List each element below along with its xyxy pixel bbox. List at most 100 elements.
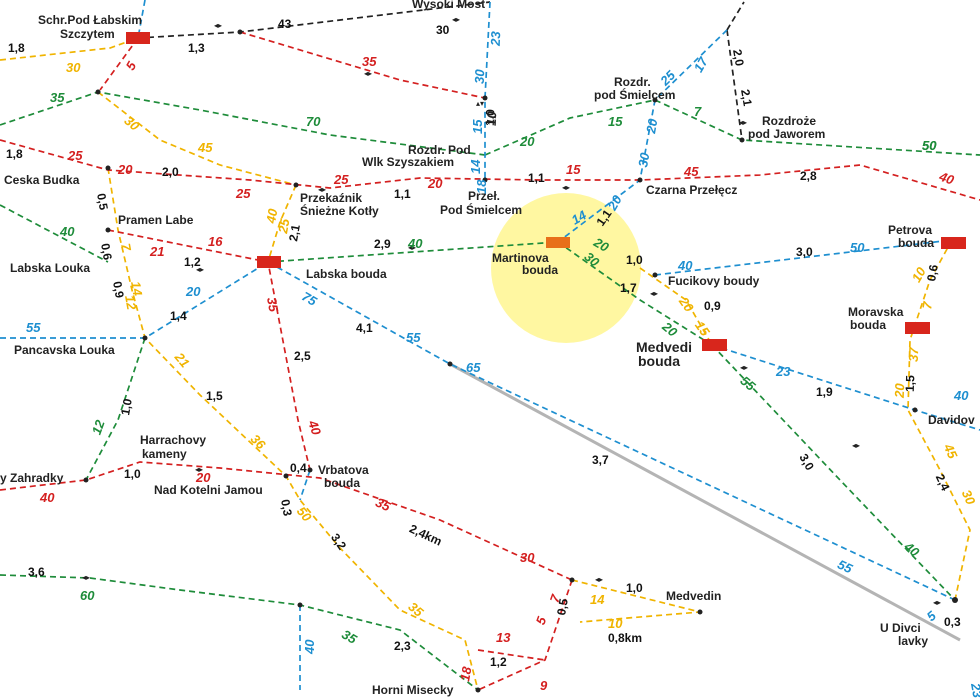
trail-mark: 12 bbox=[89, 417, 108, 436]
svg-text:◂▸: ◂▸ bbox=[195, 465, 203, 474]
hut-martinova-bouda[interactable] bbox=[546, 237, 570, 248]
junction-dots bbox=[83, 29, 958, 693]
distance: 1,4 bbox=[170, 309, 187, 323]
trail-yellow bbox=[639, 267, 713, 346]
label-schr-2: Szczytem bbox=[60, 27, 115, 41]
trail-mark: 23 bbox=[775, 364, 791, 379]
trail-mark: 15 bbox=[566, 162, 581, 177]
hut-petrova-bouda[interactable] bbox=[941, 237, 966, 249]
svg-text:◂▸: ◂▸ bbox=[595, 575, 603, 584]
distance: 3,2 bbox=[328, 531, 349, 553]
trail-mark: 55 bbox=[26, 320, 41, 335]
direction-arrows: ◂▸◂▸ ◂▸▴▾ ◂▸◂▸ ◂▸◂▸ ◂▸◂▸ ◂▸◂▸ ◂▸◂▸ ◂▸◂▸ bbox=[82, 15, 941, 607]
trail-green bbox=[484, 99, 656, 156]
label-medvedi-2: bouda bbox=[638, 353, 680, 369]
svg-text:◂▸: ◂▸ bbox=[933, 598, 941, 607]
trail-mark: 5 bbox=[533, 614, 550, 627]
label-martinova-2: bouda bbox=[522, 263, 558, 277]
distance: 0,9 bbox=[110, 280, 127, 299]
distance: 1,8 bbox=[6, 147, 23, 161]
distance: 4,1 bbox=[356, 321, 373, 335]
distance: 1,3 bbox=[188, 41, 205, 55]
label-wysoki-most: Wysoki Most bbox=[412, 0, 485, 11]
trail-mark: 15 bbox=[470, 119, 485, 134]
label-u-divci-2: lavky bbox=[898, 634, 928, 648]
trail-mark: 23 bbox=[488, 30, 504, 47]
svg-text:◂▸: ◂▸ bbox=[82, 573, 90, 582]
distance: 0,5 bbox=[554, 597, 571, 616]
distance: 2,8 bbox=[800, 169, 817, 183]
distance: 0,6 bbox=[98, 242, 115, 261]
trail-mark: 20 bbox=[659, 318, 681, 340]
trail-mark: 5 bbox=[123, 58, 140, 72]
trail-mark: 9 bbox=[540, 678, 548, 693]
trail-green bbox=[267, 241, 559, 263]
label-labska-louka: Labska Louka bbox=[10, 261, 90, 275]
trail-mark: 20 bbox=[185, 284, 201, 299]
label-pancavska: Pancavska Louka bbox=[14, 343, 115, 357]
trail-mark: 65 bbox=[466, 360, 481, 375]
trail-red bbox=[107, 229, 311, 471]
trail-mark: 21 bbox=[171, 349, 192, 370]
trail-mark: 45 bbox=[683, 164, 699, 179]
trail-mark: 75 bbox=[299, 289, 320, 310]
trail-mark: 25 bbox=[657, 67, 679, 89]
trail-red bbox=[0, 461, 573, 581]
hut-moravska-bouda[interactable] bbox=[905, 322, 930, 334]
trail-yellow bbox=[97, 91, 297, 186]
highlight-circle bbox=[491, 193, 641, 343]
label-petrova: Petrova bbox=[888, 223, 932, 237]
distance: 0,6 bbox=[924, 263, 941, 282]
distance: 3,0 bbox=[796, 451, 817, 473]
huts bbox=[126, 32, 966, 351]
label-rozdr-wlk: Rozdr. Pod bbox=[408, 143, 471, 157]
label-przekaznik-2: Śnieżne Kotły bbox=[300, 203, 379, 218]
svg-text:▴▾: ▴▾ bbox=[476, 99, 484, 108]
trail-mark: 30 bbox=[121, 113, 142, 134]
distance: 1,1 bbox=[394, 187, 411, 201]
svg-text:◂▸: ◂▸ bbox=[562, 183, 570, 192]
trail-red bbox=[99, 37, 139, 91]
trail-mark: 20 bbox=[519, 134, 535, 149]
road-gray bbox=[449, 362, 961, 642]
svg-text:◂▸: ◂▸ bbox=[408, 243, 416, 252]
distance: 0,8km bbox=[608, 631, 642, 645]
trail-mark: 14 bbox=[590, 592, 605, 607]
hut-schr-pod-labskim[interactable] bbox=[126, 32, 150, 44]
distance: 1,0 bbox=[483, 109, 498, 126]
svg-text:◂▸: ◂▸ bbox=[650, 289, 658, 298]
label-czarna: Czarna Przełęcz bbox=[646, 183, 737, 197]
distance: 0,4 bbox=[290, 461, 307, 475]
trail-mark: 20 bbox=[117, 162, 133, 177]
label-pramen-labe: Pramen Labe bbox=[118, 213, 194, 227]
trail-green bbox=[0, 204, 109, 263]
label-horni-misecky: Horni Misecky bbox=[372, 683, 454, 697]
trail-green bbox=[557, 241, 713, 346]
trail-mark: 25 bbox=[275, 217, 293, 236]
hut-medvedi-bouda[interactable] bbox=[702, 339, 727, 351]
label-petrova-2: bouda bbox=[898, 236, 934, 250]
trail-green bbox=[0, 91, 486, 156]
trail-mark: 30 bbox=[66, 60, 81, 75]
svg-text:◂▸: ◂▸ bbox=[214, 21, 222, 30]
distance: 30 bbox=[436, 23, 450, 37]
trail-mark: 25 bbox=[67, 148, 83, 163]
svg-text:◂▸: ◂▸ bbox=[739, 118, 747, 127]
trail-mark: 20 bbox=[892, 382, 908, 399]
hut-labska-bouda[interactable] bbox=[257, 256, 281, 268]
label-rozdroze: Rozdroże bbox=[762, 114, 816, 128]
trail-mark: 10 bbox=[608, 616, 623, 631]
distance: 2,0 bbox=[162, 165, 179, 179]
label-moravska-2: bouda bbox=[850, 318, 886, 332]
label-vrbatova-2: bouda bbox=[324, 476, 360, 490]
svg-text:◂▸: ◂▸ bbox=[318, 185, 326, 194]
trail-mark: 20 bbox=[195, 470, 211, 485]
trail-mark: 40 bbox=[407, 236, 423, 251]
trail-mark: 60 bbox=[80, 588, 95, 603]
distance: 3,6 bbox=[28, 565, 45, 579]
trail-mark: 15 bbox=[692, 318, 713, 339]
trail-yellow bbox=[267, 184, 297, 263]
